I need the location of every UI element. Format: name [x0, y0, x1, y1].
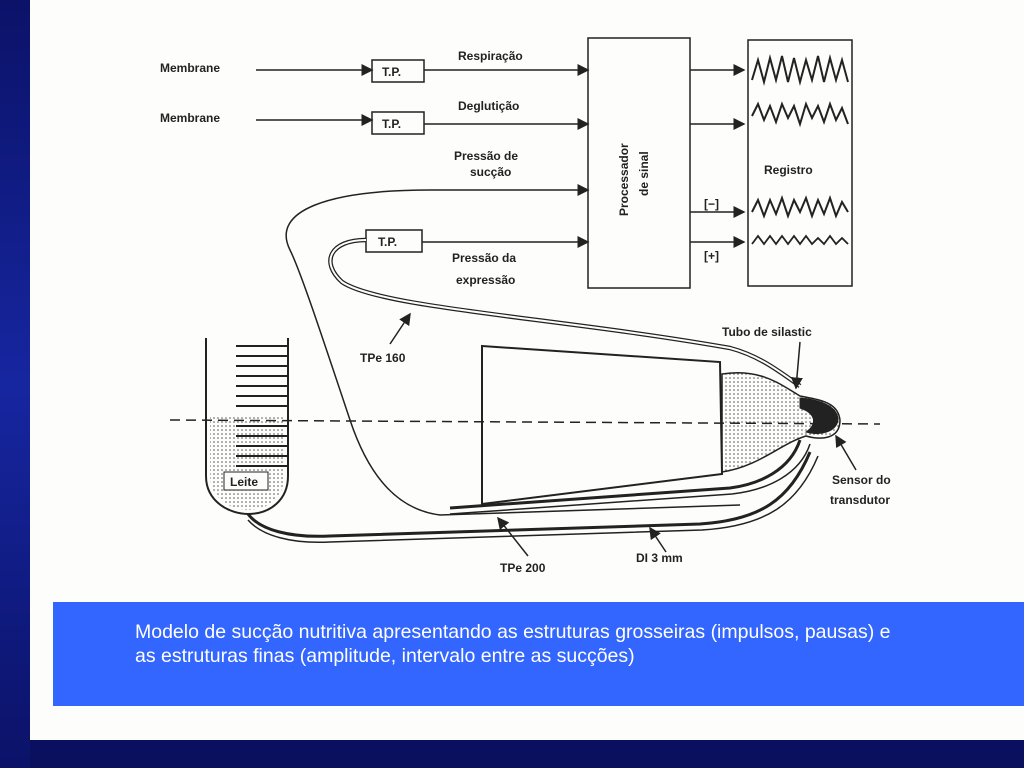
label-tpe200: TPe 200 — [500, 561, 546, 575]
label-expression-pressure-1: Pressão da — [452, 251, 516, 265]
caption-box: Modelo de sucção nutritiva apresentando … — [53, 602, 1024, 706]
label-tpe160: TPe 160 — [360, 351, 406, 365]
tp-box-2 — [371, 111, 425, 135]
tpe200-tube — [449, 439, 802, 510]
label-plus: [+] — [704, 249, 719, 263]
label-sensor-1: Sensor do — [832, 473, 891, 487]
label-tp-1: T.P. — [382, 65, 401, 79]
tpe200-pointer — [497, 516, 529, 557]
label-suction-pressure-1: Pressão de — [454, 149, 518, 163]
di3mm-pointer — [649, 526, 667, 553]
nipple-tip — [799, 397, 839, 434]
signal-processor-box — [587, 37, 691, 289]
label-minus: [−] — [704, 197, 719, 211]
label-tp-2: T.P. — [382, 117, 401, 131]
bottle-body — [481, 344, 724, 506]
tpe160-pointer — [389, 312, 411, 345]
trace-respiration — [751, 54, 849, 86]
slide-left-band — [0, 0, 30, 768]
reservoir-graduations — [236, 345, 288, 467]
trace-expression — [751, 234, 849, 246]
trace-swallowing — [751, 101, 849, 128]
label-recorder: Registro — [764, 163, 813, 177]
label-membrane-2: Membrane — [160, 111, 220, 125]
label-membrane-1: Membrane — [160, 61, 220, 75]
trace-suction — [751, 195, 849, 219]
di3mm-tube — [246, 451, 812, 538]
sensor-pointer — [835, 434, 857, 471]
label-expression-pressure-2: expressão — [456, 273, 515, 287]
di3mm-tube-2 — [247, 455, 819, 544]
tpe200-tube-2 — [449, 443, 811, 515]
label-di3mm: DI 3 mm — [636, 551, 683, 565]
label-suction-pressure-2: sucção — [470, 165, 511, 179]
nipple-dotted — [721, 372, 841, 473]
label-respiration: Respiração — [458, 49, 523, 63]
label-sensor-2: transdutor — [830, 493, 890, 507]
recorder-box — [747, 39, 853, 287]
label-swallowing: Deglutição — [458, 99, 519, 113]
milk-liquid — [210, 416, 284, 510]
label-processor-2: de sinal — [637, 151, 651, 196]
tp-box-1 — [371, 59, 425, 83]
silastic-pointer — [790, 341, 803, 390]
suction-model-diagram: Membrane T.P. Respiração Membrane T.P. D… — [160, 37, 891, 575]
label-tp-3: T.P. — [378, 235, 397, 249]
suction-pressure-tube — [285, 189, 741, 516]
label-processor-1: Processador — [617, 143, 631, 216]
milk-label-box — [223, 471, 269, 491]
caption-text: Modelo de sucção nutritiva apresentando … — [135, 621, 891, 667]
label-milk: Leite — [230, 475, 258, 489]
tpe160-tube-inner — [329, 239, 801, 387]
label-silastic-tube: Tubo de silastic — [722, 325, 812, 339]
